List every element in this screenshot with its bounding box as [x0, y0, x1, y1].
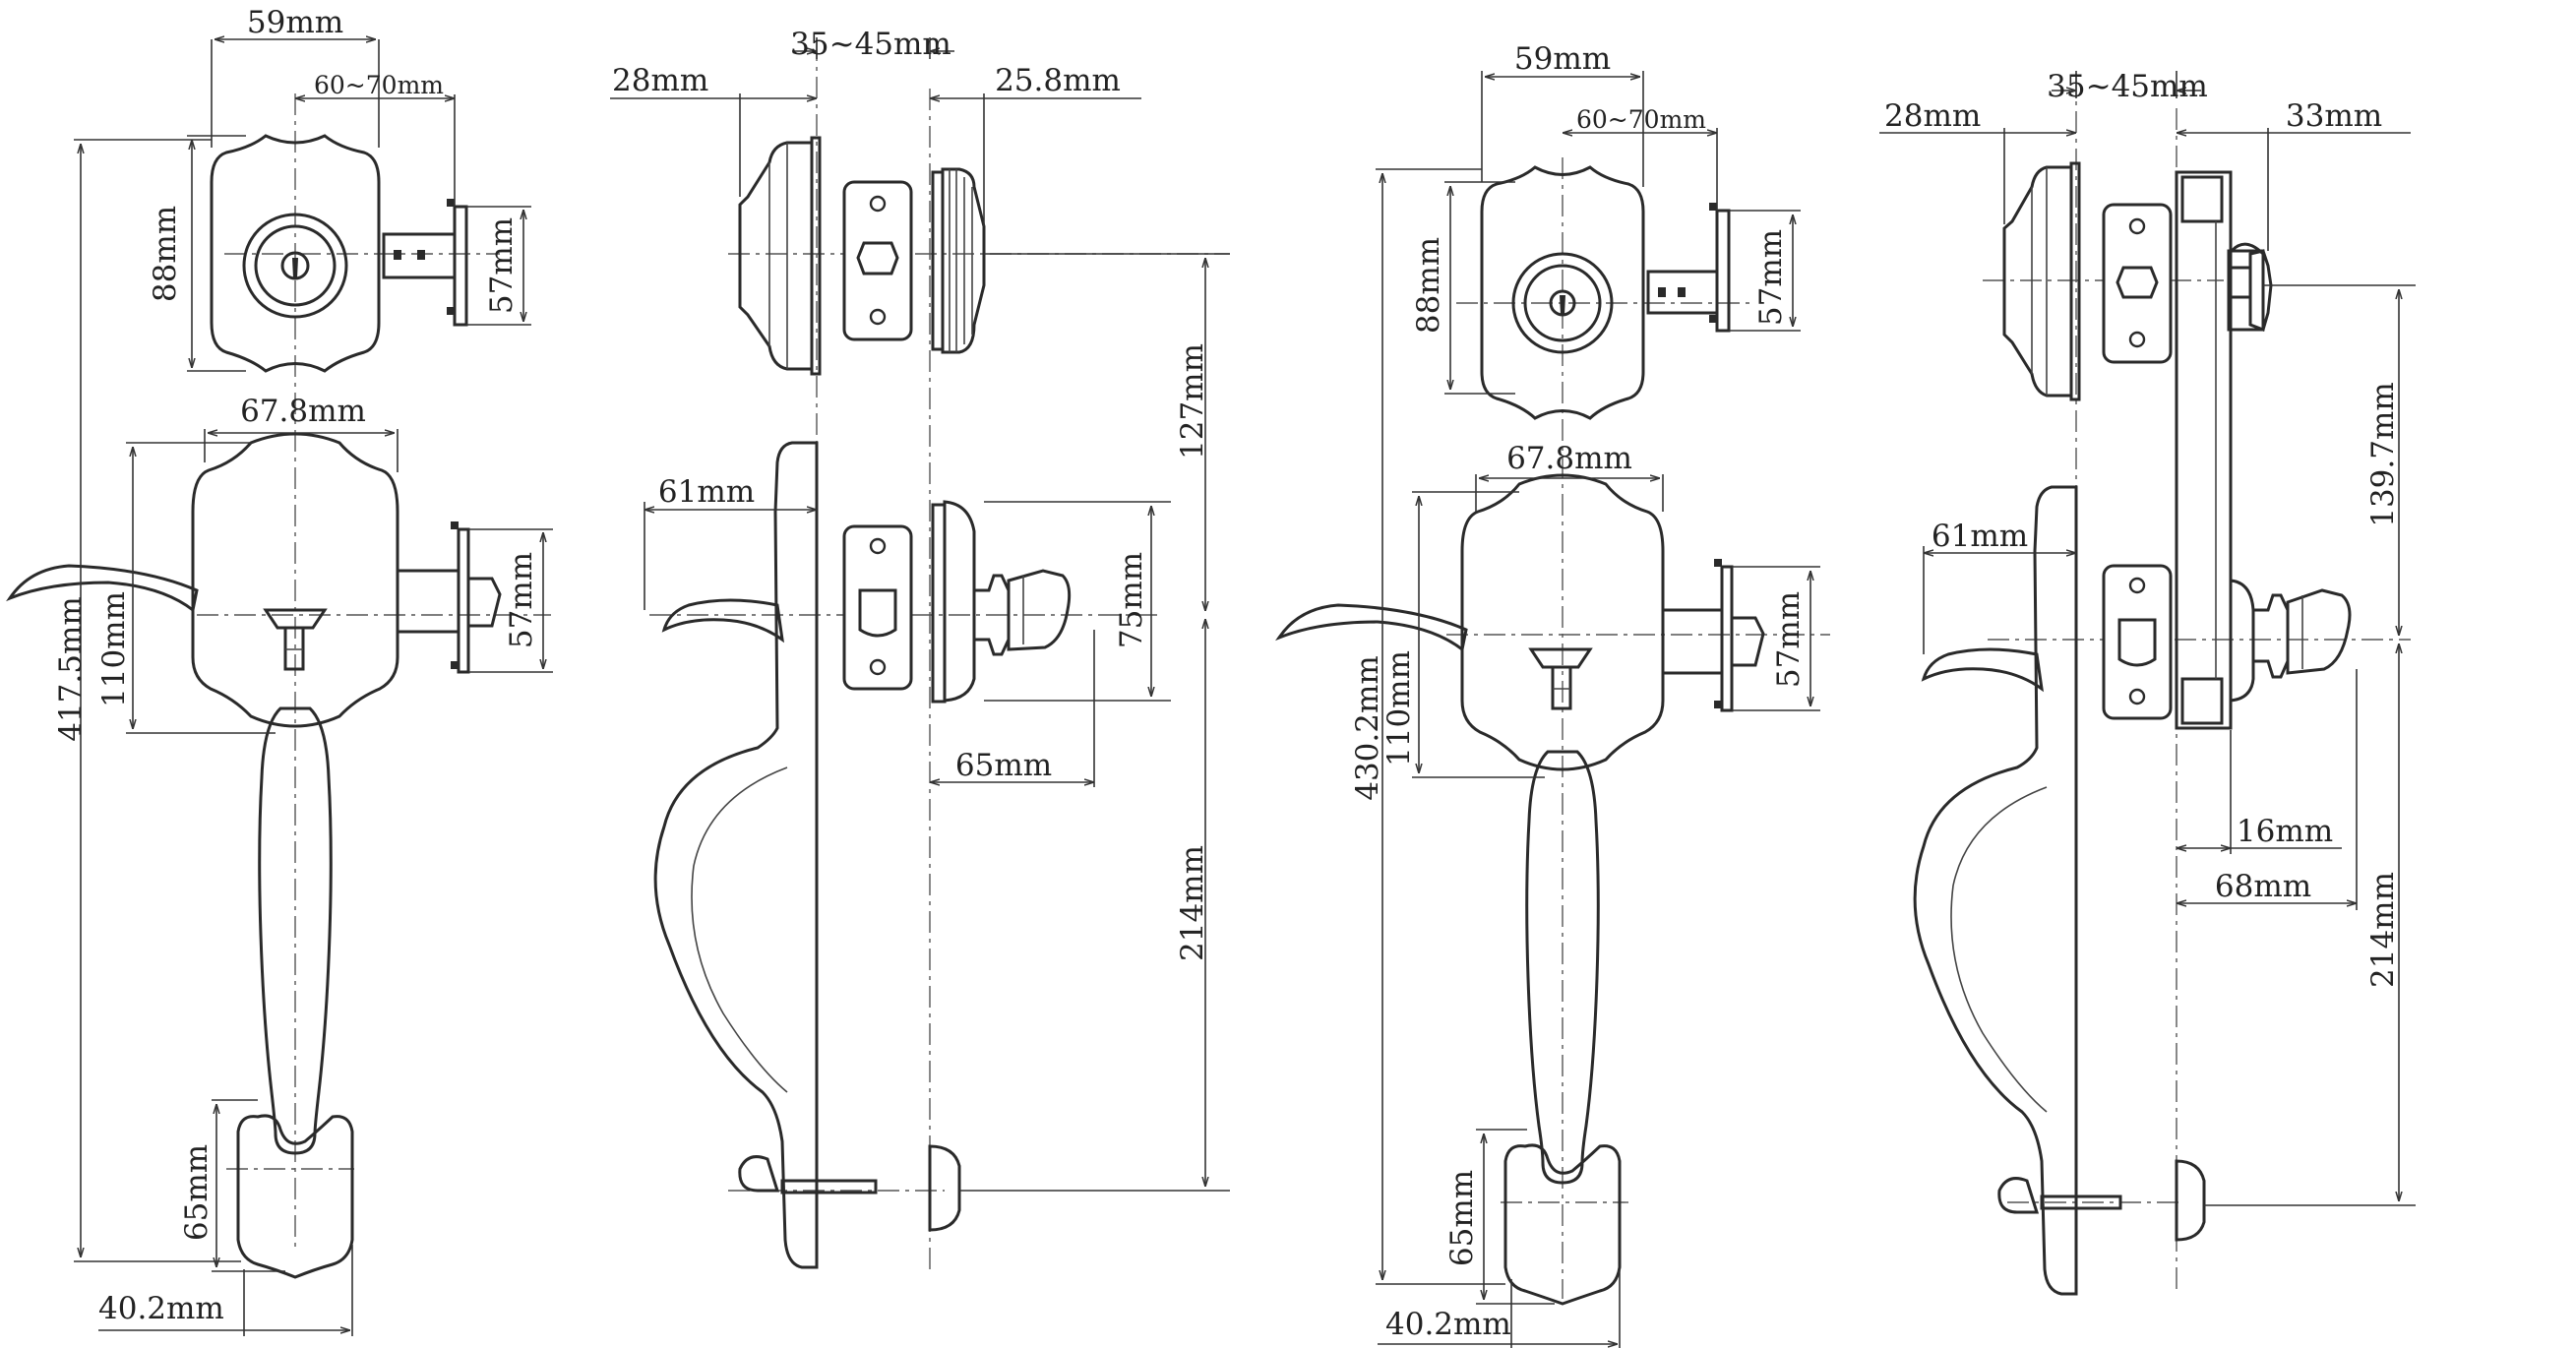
set-1-deadbolt-plate: 57mm [484, 217, 520, 314]
handle-rose-front [191, 432, 399, 728]
thumbturn-icon [2227, 242, 2273, 332]
set-1-side-view: 35~45mm 28mm 25.8mm 61mm 127mm 75mm 65mm… [610, 27, 1230, 1269]
strike-plate-middle-2 [2102, 564, 2173, 720]
key-cylinder-icon-2 [1511, 252, 1614, 354]
lever-side-2 [1921, 647, 2044, 693]
set-2-lower-centre: 214mm [2365, 872, 2401, 988]
deadbolt-rose-front-2 [1480, 165, 1645, 420]
set-2-deadbolt-width: 59mm [1514, 41, 1611, 77]
set-2-centre-to-centre: 139.7mm [2365, 382, 2401, 527]
set-1-deadbolt-width: 59mm [247, 5, 343, 40]
interior-knob-side-2 [2229, 579, 2352, 703]
lever-handle-icon-2 [1275, 603, 1468, 652]
set-2-side-view: 35~45mm 28mm 33mm 61mm 139.7mm 16mm 68mm… [1879, 69, 2416, 1296]
set-1-lever-plate-height: 110mm [96, 591, 132, 707]
latch-bolt [396, 569, 460, 634]
set-1: 59mm 60~70mm 88mm 57mm 67.8mm 110mm 57m [6, 5, 1230, 1336]
set-2-door-thickness: 35~45mm [2047, 69, 2208, 104]
set-1-latch-plate: 57mm [504, 552, 539, 648]
set-1-interior-knob: 65mm [955, 748, 1052, 783]
set-2-exterior-deadbolt: 28mm [1884, 98, 1981, 134]
set-1-lever-projection: 61mm [658, 474, 755, 510]
exterior-deadbolt-side-2 [2002, 165, 2073, 398]
set-2-plate-thickness: 16mm [2237, 814, 2333, 849]
set-1-latch-height: 75mm [1114, 552, 1149, 648]
set-1-lever-plate-width: 67.8mm [240, 394, 366, 429]
thumb-lever-icon-2 [1528, 647, 1593, 710]
grip-front [258, 706, 333, 1155]
exterior-handle-side-2 [1913, 485, 2078, 1296]
handle-rose-front-2 [1460, 473, 1665, 771]
lever-handle-icon [6, 564, 199, 613]
set-2-lever-plate-width: 67.8mm [1506, 441, 1632, 476]
set-2-backset: 60~70mm [1576, 105, 1706, 134]
set-1-door-thickness: 35~45mm [790, 27, 951, 62]
grip-front-2 [1525, 750, 1600, 1185]
set-1-front-view: 59mm 60~70mm 88mm 57mm 67.8mm 110mm 57m [6, 5, 553, 1336]
set-1-interior-deadbolt: 25.8mm [995, 63, 1121, 98]
bottom-plate-front-2 [1503, 1143, 1622, 1306]
bottom-plate-front [236, 1114, 354, 1279]
set-2-interior-knob: 68mm [2215, 869, 2311, 904]
set-2-bottom-plate-height: 65mm [1444, 1170, 1480, 1266]
deadbolt-rose-front [210, 134, 381, 373]
interior-bottom-stop-2 [2175, 1159, 2206, 1242]
set-2-front-view: 59mm 60~70mm 88mm 57mm 67.8mm 110mm 57m [1275, 41, 1830, 1348]
set-2: 59mm 60~70mm 88mm 57mm 67.8mm 110mm 57m [1275, 41, 2416, 1348]
interior-deadbolt-side [931, 167, 986, 354]
interior-bottom-stop [928, 1144, 961, 1232]
set-1-centre-to-centre: 127mm [1175, 343, 1210, 460]
set-2-latch-plate: 57mm [1771, 591, 1807, 688]
deadbolt-faceplate-side [453, 205, 468, 327]
set-1-backset: 60~70mm [314, 71, 444, 99]
interior-knob-side [931, 500, 1072, 704]
set-1-overall-height: 417.5mm [53, 596, 89, 742]
exterior-handle-side [653, 441, 819, 1269]
exterior-deadbolt-side [738, 141, 814, 371]
set-2-lever-plate-height: 110mm [1381, 650, 1417, 766]
set-2-lever-projection: 61mm [1932, 519, 2028, 554]
thumb-lever-icon [263, 608, 328, 671]
set-1-deadbolt-height: 88mm [148, 206, 183, 302]
strike-plate-upper [842, 180, 913, 341]
strike-plate-upper-2 [2102, 203, 2173, 364]
strike-plate-middle [842, 524, 913, 691]
interior-backplate-side [2175, 170, 2233, 730]
set-2-deadbolt-plate: 57mm [1753, 229, 1789, 326]
set-1-bottom-plate-height: 65mm [179, 1144, 215, 1241]
set-2-thumbturn: 33mm [2286, 98, 2382, 134]
set-1-bottom-plate-width: 40.2mm [98, 1291, 224, 1326]
lever-side [661, 598, 784, 643]
set-1-exterior-deadbolt: 28mm [612, 63, 708, 98]
set-2-overall-height: 430.2mm [1350, 655, 1385, 801]
key-cylinder-icon [242, 213, 348, 319]
set-2-bottom-plate-width: 40.2mm [1385, 1307, 1511, 1342]
set-2-deadbolt-height: 88mm [1411, 237, 1446, 334]
set-1-lower-centre: 214mm [1175, 845, 1210, 961]
